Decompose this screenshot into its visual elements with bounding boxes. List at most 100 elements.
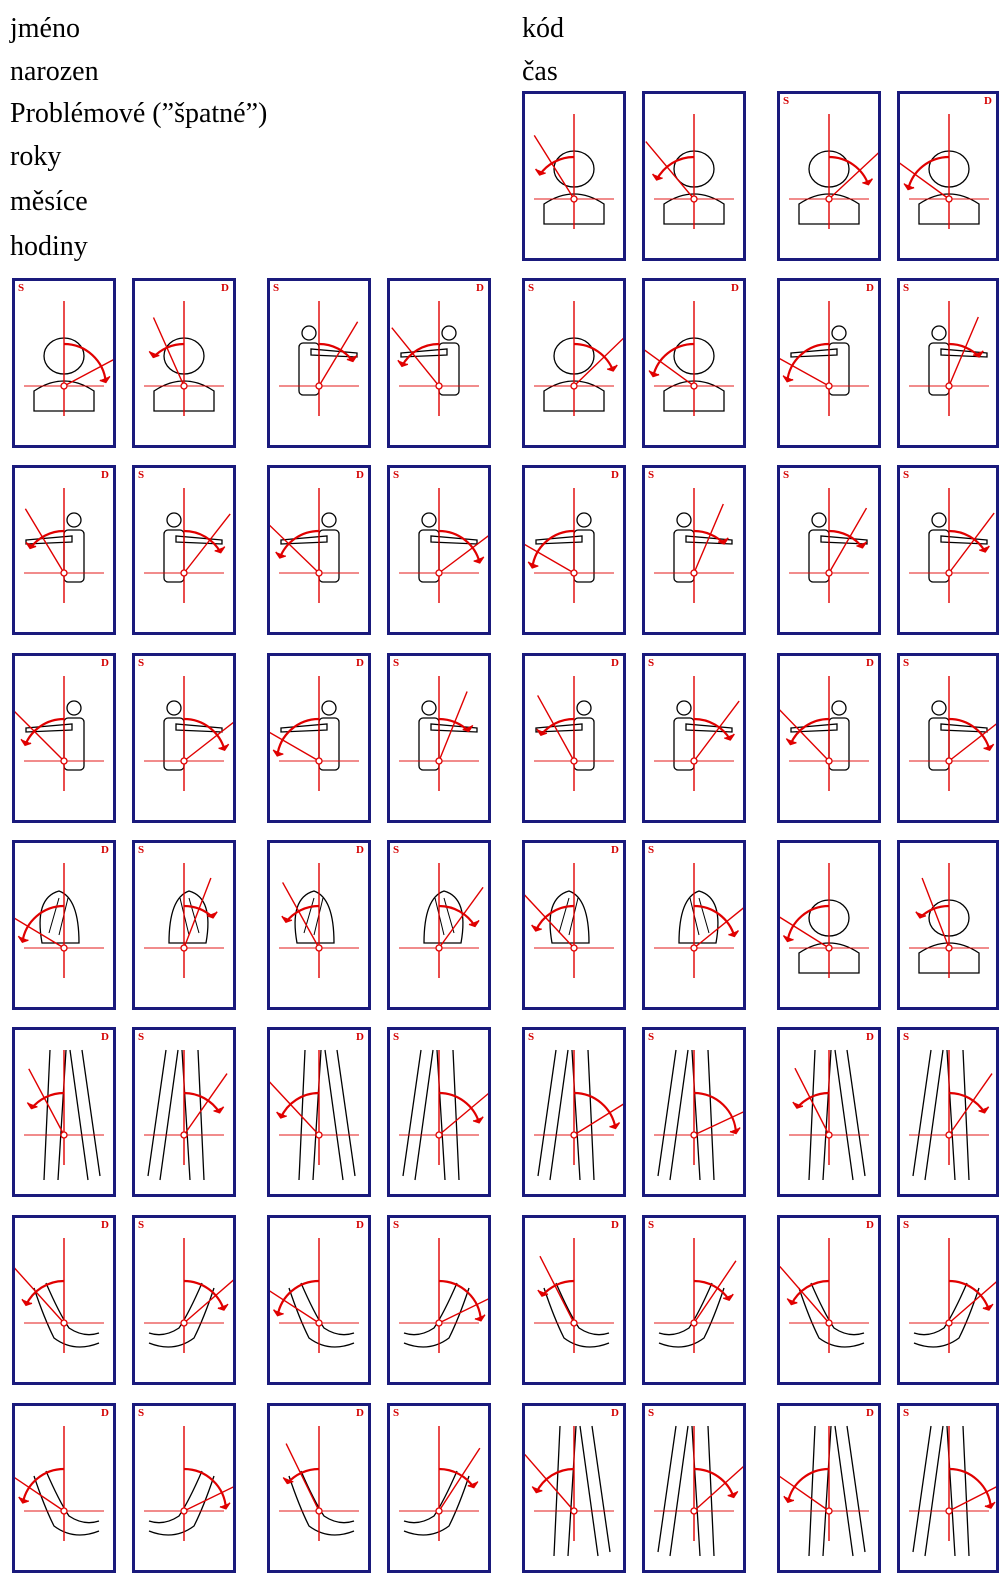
exercise-illustration <box>780 1030 878 1194</box>
exercise-card-shoulder-rotation: S <box>897 465 999 635</box>
problem-label: Problémové (”špatné”) <box>10 99 267 129</box>
exercise-illustration <box>270 1218 368 1382</box>
side-marker-right: D <box>731 282 739 294</box>
exercise-card-shoulder-horizontal: D <box>12 653 116 823</box>
exercise-card-shoulder-flexion: D <box>267 465 371 635</box>
exercise-illustration <box>270 1030 368 1194</box>
side-marker-right: D <box>866 1031 874 1043</box>
side-marker-left: S <box>648 657 654 669</box>
exercise-illustration <box>780 468 878 632</box>
exercise-illustration <box>525 94 623 258</box>
exercise-card-shoulder-flexion: S <box>387 465 491 635</box>
side-marker-left: S <box>903 282 909 294</box>
exercise-card-neck-lateral: D <box>132 278 236 448</box>
side-marker-left: S <box>393 844 399 856</box>
exercise-illustration <box>525 656 623 820</box>
exercise-card-fist-deviation: S <box>642 840 746 1010</box>
exercise-card-knee-flexion: S <box>897 1027 999 1197</box>
exercise-card-ankle-crossing: S <box>387 1403 491 1573</box>
exercise-illustration <box>15 656 113 820</box>
exercise-illustration <box>270 281 368 445</box>
months-label: měsíce <box>10 187 88 217</box>
side-marker-right: D <box>611 1407 619 1419</box>
exercise-card-foot-plantar: S <box>132 1215 236 1385</box>
exercise-illustration <box>525 468 623 632</box>
exercise-illustration <box>645 1030 743 1194</box>
side-marker-left: S <box>138 1219 144 1231</box>
exercise-card-neck-rotation: D <box>897 91 999 261</box>
exercise-illustration <box>270 656 368 820</box>
exercise-card-trunk-rotation: S <box>522 278 626 448</box>
exercise-illustration <box>135 281 233 445</box>
years-label: roky <box>10 142 61 172</box>
exercise-illustration <box>135 1218 233 1382</box>
side-marker-left: S <box>393 1031 399 1043</box>
exercise-illustration <box>270 1406 368 1570</box>
exercise-card-knee-lift: D <box>522 1403 626 1573</box>
side-marker-left: S <box>528 282 534 294</box>
exercise-card-foot-dorsal: D <box>267 1215 371 1385</box>
side-marker-left: S <box>138 844 144 856</box>
exercise-illustration <box>390 1406 488 1570</box>
exercise-card-foot-rotation: D <box>777 1215 881 1385</box>
exercise-card-shoulder-extension: D <box>522 465 626 635</box>
exercise-illustration <box>525 843 623 1007</box>
side-marker-right: D <box>611 844 619 856</box>
exercise-card-neck-rotation: S <box>777 91 881 261</box>
exercise-illustration <box>390 468 488 632</box>
exercise-card-trunk-rotation: D <box>642 278 746 448</box>
exercise-card-hip-adduction: D <box>267 1027 371 1197</box>
side-marker-left: S <box>393 657 399 669</box>
exercise-illustration <box>900 843 998 1007</box>
exercise-illustration <box>900 1218 998 1382</box>
side-marker-left: S <box>903 1031 909 1043</box>
side-marker-left: S <box>138 657 144 669</box>
exercise-card-foot-dorsal: S <box>387 1215 491 1385</box>
exercise-card-neck-lateral: S <box>12 278 116 448</box>
side-marker-left: S <box>18 282 24 294</box>
exercise-illustration <box>390 281 488 445</box>
exercise-card-neck-flexion <box>522 91 626 261</box>
exercise-illustration <box>15 1406 113 1570</box>
exercise-illustration <box>780 656 878 820</box>
time-label: čas <box>522 57 558 87</box>
exercise-card-hip-adduction: S <box>522 1027 626 1197</box>
exercise-card-knee-lift: S <box>642 1403 746 1573</box>
exercise-card-wrist-rotation: S <box>387 840 491 1010</box>
exercise-illustration <box>270 843 368 1007</box>
side-marker-left: S <box>903 1219 909 1231</box>
exercise-card-shoulder-abduction: D <box>777 278 881 448</box>
exercise-card-leg-crossing: D <box>777 1403 881 1573</box>
exercise-card-fist-deviation: D <box>522 840 626 1010</box>
exercise-illustration <box>780 1406 878 1570</box>
exercise-card-arm-elevation: S <box>132 465 236 635</box>
exercise-card-ankle-rotation: D <box>12 1403 116 1573</box>
exercise-illustration <box>780 1218 878 1382</box>
exercise-illustration <box>645 281 743 445</box>
exercise-card-shoulder-rotation: S <box>777 465 881 635</box>
side-marker-right: D <box>866 657 874 669</box>
exercise-card-knee-flexion: D <box>777 1027 881 1197</box>
exercise-card-trunk-forward-bend <box>777 840 881 1010</box>
exercise-illustration <box>645 94 743 258</box>
exercise-illustration <box>900 468 998 632</box>
exercise-illustration <box>390 1218 488 1382</box>
side-marker-left: S <box>783 95 789 107</box>
exercise-card-shoulder-horizontal: S <box>132 653 236 823</box>
exercise-card-shoulder-abduction: S <box>897 278 999 448</box>
exercise-illustration <box>135 656 233 820</box>
side-marker-left: S <box>903 469 909 481</box>
exercise-card-shoulder-elevation: D <box>387 278 491 448</box>
side-marker-right: D <box>101 469 109 481</box>
side-marker-left: S <box>648 1407 654 1419</box>
side-marker-right: D <box>356 1031 364 1043</box>
side-marker-right: D <box>101 1219 109 1231</box>
side-marker-right: D <box>356 1219 364 1231</box>
side-marker-right: D <box>101 1407 109 1419</box>
exercise-card-shoulder-elevation: S <box>267 278 371 448</box>
exercise-card-wrist-rotation: D <box>267 840 371 1010</box>
side-marker-right: D <box>356 469 364 481</box>
side-marker-left: S <box>648 469 654 481</box>
exercise-card-forearm-horizontal: S <box>387 653 491 823</box>
side-marker-right: D <box>356 1407 364 1419</box>
